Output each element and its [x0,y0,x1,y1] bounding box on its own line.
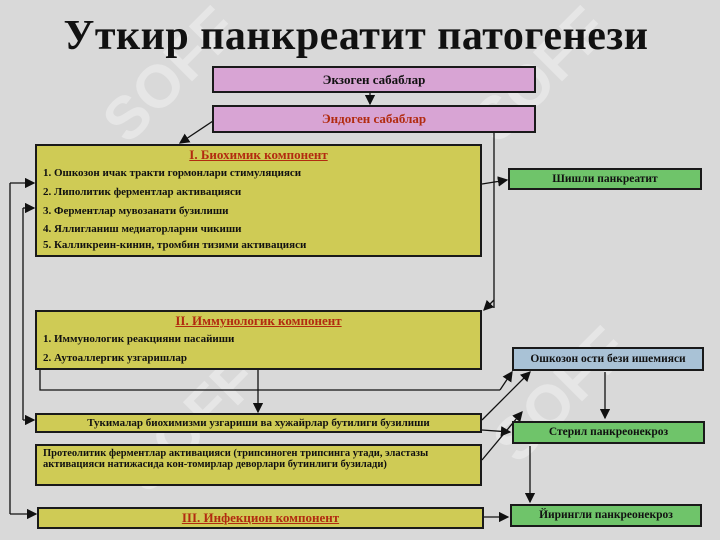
pancreas-ischemia-label: Ошкозон ости бези ишемияси [530,353,686,365]
list-item: 2. Аутоаллергик узгаришлар [43,352,187,364]
endogenous-causes-label: Эндоген сабаблар [321,111,427,126]
list-item: 1. Ошкозон ичак тракти гормонлари стимул… [43,167,302,179]
tissue-changes-box: Тукималар биохимизми узгариши ва хужайрл… [35,413,482,433]
list-item: 4. Яллигланиш медиаторларни чикиши [43,223,242,235]
biochemical-heading: I. Биохимик компонент [189,147,328,162]
purulent-pancreonecrosis-box: Йирингли панкреонекроз [510,504,702,527]
sterile-pancreonecrosis-label: Стерил панкреонекроз [548,426,669,438]
endogenous-causes-box: Эндоген сабаблар [212,105,536,133]
list-item: 2. Липолитик ферментлар активацияси [43,186,242,198]
tissue-changes-label: Тукималар биохимизми узгариши ва хужайрл… [87,417,430,429]
exogenous-causes-label: Экзоген сабаблар [322,72,426,87]
infection-heading: III. Инфекцион компонент [181,510,340,525]
proteolytic-activation-box: Протеолитик ферментлар активацияси (трип… [35,444,482,486]
list-item: 3. Ферментлар мувозанати бузилиши [43,205,229,217]
list-item: 5. Калликреин-кинин, тромбин тизими акти… [43,239,307,251]
immunological-component-box: II. Иммунологик компонент 1. Иммунологик… [35,310,482,370]
biochemical-component-box: I. Биохимик компонент 1. Ошкозон ичак тр… [35,144,482,257]
proteolytic-activation-text: Протеолитик ферментлар активацияси (трип… [43,448,429,470]
sterile-pancreonecrosis-box: Стерил панкреонекроз [512,421,705,444]
infection-component-box: III. Инфекцион компонент [37,507,484,529]
exogenous-causes-box: Экзоген сабаблар [212,66,536,93]
edematous-pancreatitis-box: Шишли панкреатит [508,168,702,190]
purulent-pancreonecrosis-label: Йирингли панкреонекроз [539,509,673,521]
page-title: Уткир панкреатит патогенези [63,13,649,59]
edematous-pancreatitis-label: Шишли панкреатит [552,173,658,185]
immunological-heading: II. Иммунологик компонент [175,313,342,328]
list-item: 1. Иммунологик реакцияни пасайиши [43,333,235,345]
pancreas-ischemia-box: Ошкозон ости бези ишемияси [512,347,704,371]
